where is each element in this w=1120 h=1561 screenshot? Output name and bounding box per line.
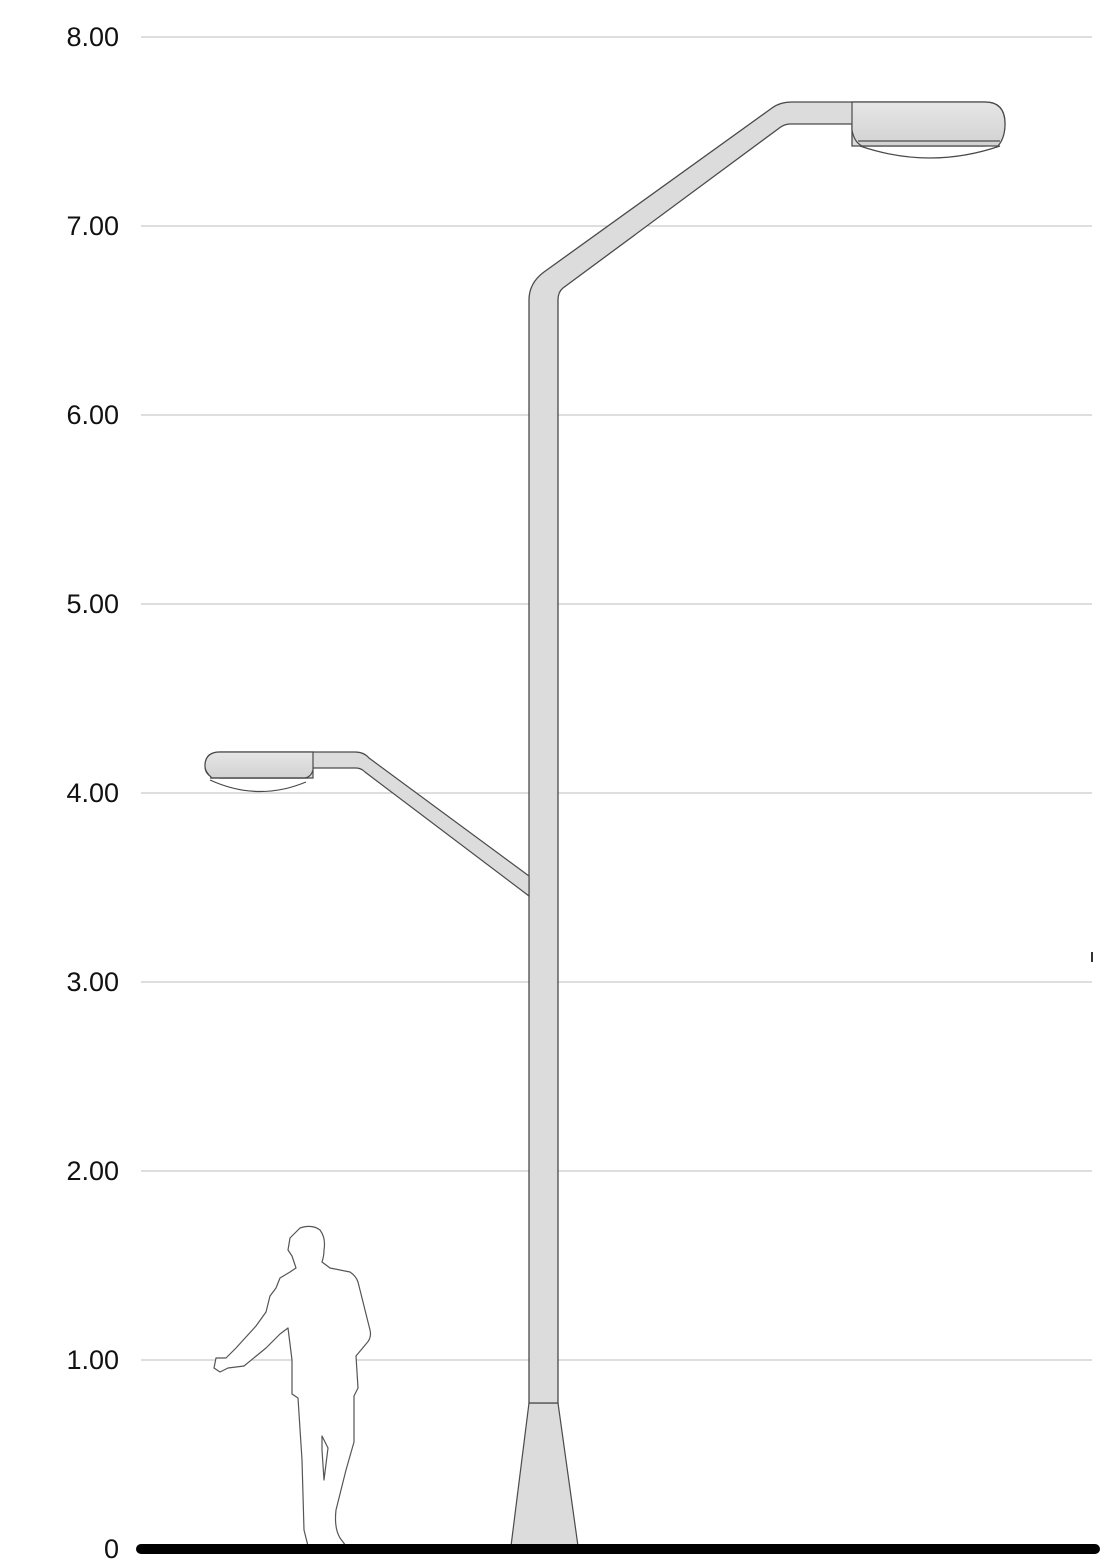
lower-luminaire-diffuser bbox=[209, 779, 307, 793]
upper-luminaire bbox=[851, 101, 1006, 147]
pole-base bbox=[510, 1402, 579, 1547]
height-label: 4.00 bbox=[66, 778, 119, 808]
human-scale-figure bbox=[213, 1225, 372, 1547]
upper-luminaire-diffuser bbox=[859, 145, 1001, 159]
height-label: 3.00 bbox=[66, 967, 119, 997]
height-label: 5.00 bbox=[66, 589, 119, 619]
height-label: 2.00 bbox=[66, 1156, 119, 1186]
height-label: 1.00 bbox=[66, 1345, 119, 1375]
height-label: 0 bbox=[104, 1534, 119, 1561]
height-scale: 8.00 7.00 6.00 5.00 4.00 3.00 2.00 1.00 0 bbox=[66, 22, 1092, 1561]
height-label: 7.00 bbox=[66, 211, 119, 241]
height-label: 8.00 bbox=[66, 22, 119, 52]
pole-shaft bbox=[528, 101, 1006, 1404]
height-label: 6.00 bbox=[66, 400, 119, 430]
lower-luminaire bbox=[204, 751, 314, 779]
